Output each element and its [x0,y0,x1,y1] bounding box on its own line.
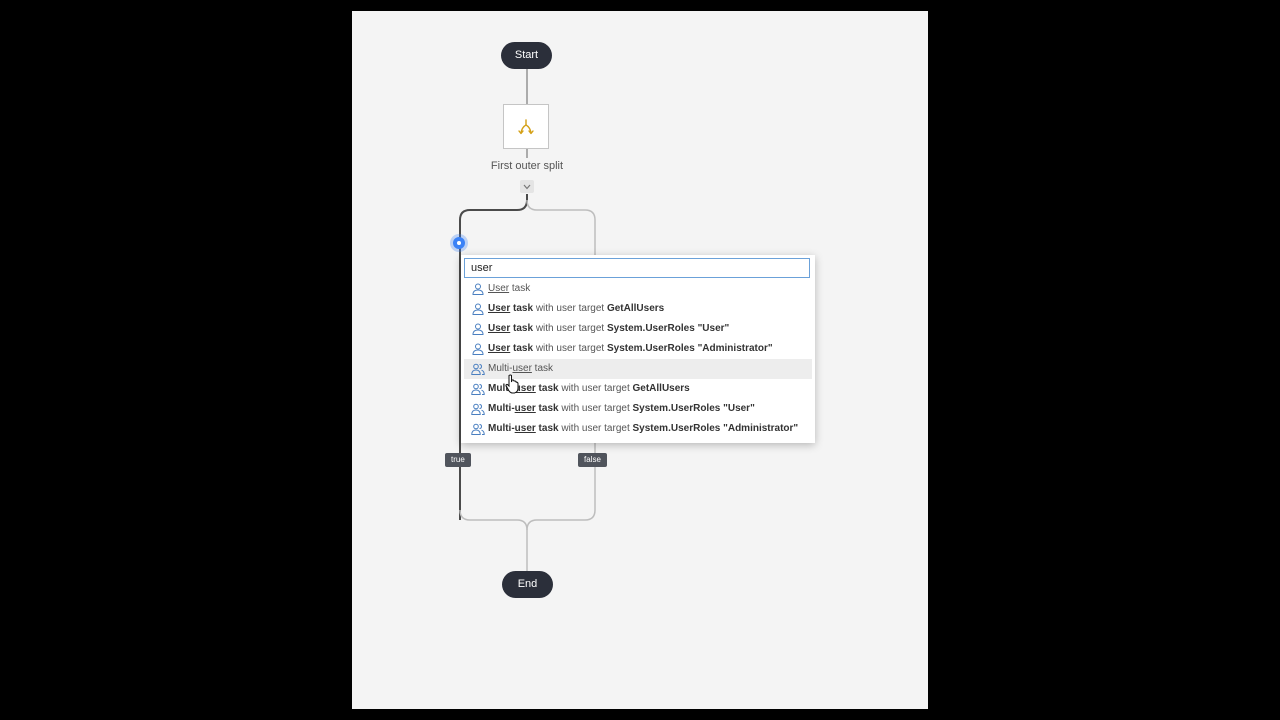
step-search-input[interactable] [464,258,810,278]
suggestion-target: System.UserRoles "Administrator" [606,343,773,354]
suggestion-target: System.UserRoles "Administrator" [632,423,799,434]
suggestion-match: User [488,323,511,334]
user-icon [472,283,484,295]
suggestion-item[interactable]: User task with user target System.UserRo… [464,339,812,359]
suggestion-type: task [531,363,554,374]
suggestion-item[interactable]: User task [464,279,812,299]
users-icon [471,403,485,415]
suggestion-prefix: Multi- [488,383,515,394]
start-node[interactable]: Start [501,42,552,69]
users-icon [471,363,485,375]
hand-cursor-icon [505,374,519,394]
user-icon [472,343,484,355]
suggestion-prefix: Multi- [488,363,513,374]
suggestion-rest: with user target [558,403,633,414]
suggestion-item[interactable]: Multi-user task with user target System.… [464,399,812,419]
suggestion-rest: with user target [558,423,633,434]
users-icon [471,423,485,435]
suggestion-target: GetAllUsers [606,303,665,314]
suggestion-match: user [514,403,536,414]
suggestion-target: System.UserRoles "User" [632,403,755,414]
false-branch-tag: false [578,453,607,467]
suggestion-rest: with user target [533,303,607,314]
suggestion-type: task [510,303,534,314]
users-icon [471,383,485,395]
suggestion-match: user [514,423,536,434]
suggestion-type: task [509,283,531,294]
split-icon [518,118,534,134]
suggestion-target: GetAllUsers [632,383,690,394]
user-icon [472,303,484,315]
suggestion-target: System.UserRoles "User" [606,323,730,334]
split-node[interactable] [503,104,549,149]
suggestion-match: User [488,303,511,314]
suggestion-rest: with user target [558,383,633,394]
suggestion-type: task [510,343,534,354]
suggestion-rest: with user target [533,343,607,354]
suggestion-match: user [512,363,532,374]
user-icon [472,323,484,335]
suggestion-type: task [535,403,559,414]
suggestion-item[interactable]: Multi-user task [464,359,812,379]
suggestion-prefix: Multi- [488,423,515,434]
chevron-down-icon [523,184,531,189]
suggestion-item[interactable]: User task with user target System.UserRo… [464,319,812,339]
suggestion-rest: with user target [533,323,607,334]
suggestion-prefix: Multi- [488,403,515,414]
suggestion-type: task [510,323,534,334]
collapse-toggle[interactable] [520,180,534,193]
suggestion-match: User [488,283,510,294]
suggestion-item[interactable]: User task with user target GetAllUsers [464,299,812,319]
suggestion-match: User [488,343,511,354]
suggestion-type: task [535,383,559,394]
split-label: First outer split [490,160,564,172]
suggestion-match: user [514,383,536,394]
add-step-handle[interactable] [453,237,465,249]
suggestion-item[interactable]: Multi-user task with user target System.… [464,419,812,439]
suggestion-type: task [535,423,559,434]
end-node[interactable]: End [502,571,553,598]
true-branch-tag: true [445,453,471,467]
suggestion-item[interactable]: Multi-user task with user target GetAllU… [464,379,812,399]
